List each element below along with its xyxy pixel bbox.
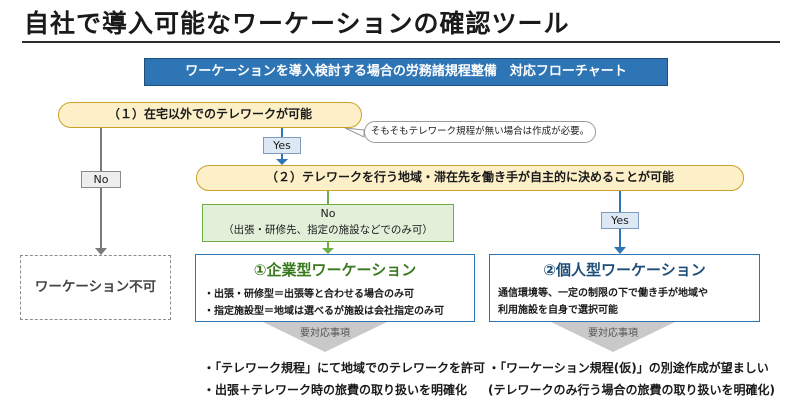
individual-required-item: (テレワークのみ行う場合の旅費の取り扱いを明確化) [488,383,775,397]
q2-no-label: No [320,207,336,220]
arrow-q2-no [322,248,334,254]
individual-line-1: 通信環境等、一定の制限の下で働き手が地域や [498,288,708,299]
enterprise-line-1: ・出張・研修型＝出張等と合わせる場合のみ可 [204,289,414,300]
page-title: 自社で導入可能なワーケーションの確認ツール [24,9,570,38]
q2-yes-badge: Yes [601,212,639,229]
required-chevron-enterprise [263,322,387,352]
enterprise-line-2: ・指定施設型＝地域は選べるが施設は会社指定のみ可 [204,306,444,317]
q2-no-box: No （出張・研修先、指定の施設などでのみ可） [202,204,454,242]
individual-required-item: ・「ワーケーション規程(仮)」の別途作成が望ましい [488,361,769,375]
individual-workation-card: ②個人型ワーケーション 通信環境等、一定の制限の下で働き手が地域や 利用施設を自… [489,254,760,322]
enterprise-required-label: 要対応事項 [300,328,350,339]
q1-yes-badge: Yes [263,137,301,154]
enterprise-workation-card: ①企業型ワーケーション ・出張・研修型＝出張等と合わせる場合のみ可 ・指定施設型… [195,254,475,322]
q1-no-badge: No [81,171,121,188]
telework-rule-callout: そもそもテレワーク規程が無い場合は作成が必要。 [364,121,596,143]
enterprise-required-item: ・「テレワーク規程」にて地域でのテレワークを許可 [203,361,486,375]
individual-required-label: 要対応事項 [588,328,638,339]
callout-tail [344,127,365,138]
required-chevron-individual [551,322,675,352]
arrow-q2-yes [614,247,626,254]
question-1-box: （１）在宅以外でのテレワークが可能 [58,102,362,128]
workation-not-possible-box: ワーケーション不可 [20,255,171,320]
enterprise-required-item: ・出張＋テレワーク時の旅費の取り扱いを明確化 [203,383,468,397]
flowchart-banner: ワーケーションを導入検討する場合の労務諸規程整備 対応フローチャート [144,58,668,86]
question-2-box: （２）テレワークを行う地域・滞在先を働き手が自主的に決めることが可能 [196,165,744,191]
individual-workation-title: ②個人型ワーケーション [543,261,706,279]
q2-no-note: （出張・研修先、指定の施設などでのみ可） [223,224,433,236]
arrow-q1-yes [276,159,288,165]
arrow-q1-no [95,248,107,255]
individual-line-2: 利用施設を自身で選択可能 [498,305,618,316]
enterprise-workation-title: ①企業型ワーケーション [253,261,417,279]
title-divider [22,41,780,43]
